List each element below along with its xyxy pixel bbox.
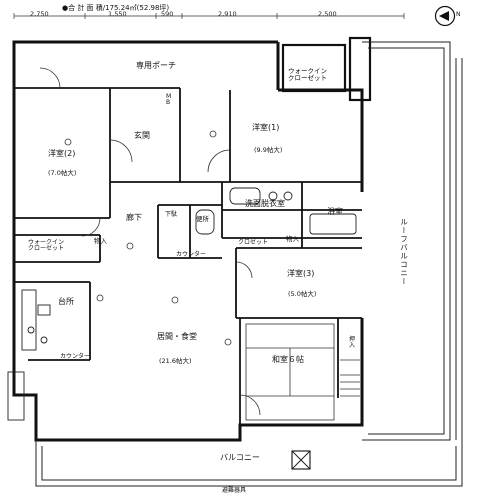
shoebox-label: 下駄 xyxy=(165,211,178,218)
mb-label: M B xyxy=(166,93,172,106)
bath-label: 浴室 xyxy=(327,207,343,216)
western-room-1-size: (9.9帖大) xyxy=(254,146,283,154)
dimension-4: 2,910 xyxy=(218,10,237,18)
roof-balcony-outline xyxy=(362,41,463,441)
fixtures xyxy=(7,187,357,421)
roof-balcony-label: ルーフバルコニー xyxy=(399,218,409,286)
dimension-1: 2,750 xyxy=(30,10,49,18)
washroom-label: 洗面脱衣室 xyxy=(245,199,285,208)
walkin-closet-box xyxy=(281,36,372,102)
evacuation-note: 避難器具 xyxy=(222,487,247,494)
compass-label: N xyxy=(456,11,461,18)
door-swings xyxy=(39,67,261,416)
storage-2-label: 物入 xyxy=(286,235,299,243)
living-dining-name: 居間・食堂 xyxy=(157,332,197,341)
western-room-3-name: 洋室(3) xyxy=(287,269,315,278)
living-dining-size: (21.6帖大) xyxy=(159,357,192,365)
dimension-5: 2,500 xyxy=(318,10,337,18)
western-room-2-name: 洋室(2) xyxy=(48,149,76,158)
toilet-label: 便所 xyxy=(196,215,209,223)
closet-small-label: クロゼット xyxy=(238,239,269,246)
kitchen-label: 台所 xyxy=(58,297,74,306)
interior-walls xyxy=(14,87,362,425)
western-room-1-name: 洋室(1) xyxy=(252,123,280,132)
walkin-closet-top-label: ウォークイン クローゼット xyxy=(288,67,327,82)
balcony-outline xyxy=(35,440,463,487)
counter-2-label: カウンター xyxy=(176,251,207,258)
counter-1-label: カウンター xyxy=(60,353,91,360)
corridor-label: 廊下 xyxy=(126,213,142,222)
walkin-closet-left-label: ウォークイン クローゼット xyxy=(28,239,65,252)
exterior-walls xyxy=(12,40,364,442)
oshiire-label: 押 入 xyxy=(349,336,356,349)
balcony-label: バルコニー xyxy=(220,453,260,462)
fixture-symbols xyxy=(64,130,232,346)
dimension-3: 590 xyxy=(161,10,174,18)
entrance-label: 玄関 xyxy=(134,131,150,140)
dimension-line xyxy=(13,13,405,19)
dimension-2: 1,550 xyxy=(108,10,127,18)
north-arrow-icon xyxy=(434,5,456,27)
hatched-area xyxy=(340,374,360,397)
porch-label: 専用ポーチ xyxy=(136,61,176,70)
western-room-2-size: (7.0帖大) xyxy=(48,169,77,177)
tatami-mats xyxy=(245,323,360,421)
western-room-3-size: (5.0帖大) xyxy=(288,290,317,298)
tatami-room-label: 和室６帖 xyxy=(272,355,304,364)
total-area-text: ●合 計 面 積/175.24㎡(52.98坪) xyxy=(62,4,170,12)
storage-1-label: 物入 xyxy=(94,237,107,245)
